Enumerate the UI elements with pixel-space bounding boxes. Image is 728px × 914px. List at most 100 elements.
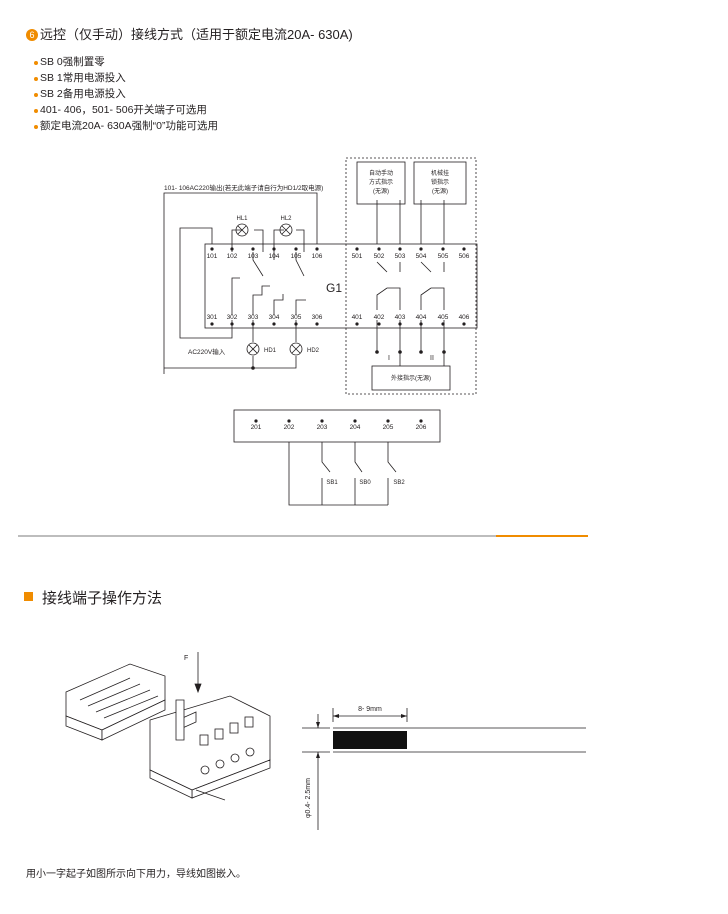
optional-enclosure-box [345, 157, 477, 395]
top-terminal-dot-102 [230, 247, 234, 251]
top-terminal-dot-501 [355, 247, 359, 251]
section-divider-accent [496, 535, 588, 537]
bottom-terminal-406: 406 [459, 314, 470, 321]
top-terminal-dot-502 [377, 247, 381, 251]
switch-terminal-dot-202 [287, 419, 291, 423]
bottom-terminal-302: 302 [227, 314, 238, 321]
lock-indicator-line-3: (无源) [432, 187, 448, 195]
top-terminal-dot-101 [210, 247, 214, 251]
ac-output-note: 101- 106AC220输出(若无此端子请自行为HD1/2取电源) [164, 183, 323, 192]
top-terminal-dot-103 [251, 247, 255, 251]
top-terminal-505: 505 [438, 253, 449, 260]
switch-sb2-label: SB2 [393, 480, 405, 486]
bottom-terminal-301: 301 [207, 314, 218, 321]
switch-terminal-202: 202 [284, 424, 295, 431]
top-terminal-dot-503 [398, 247, 402, 251]
top-terminal-105: 105 [291, 253, 302, 260]
section-square-icon [24, 592, 33, 601]
lamp-hd1-label: HD1 [264, 348, 277, 354]
bottom-terminal-dot-304 [272, 322, 276, 326]
auto-manual-line-1: 自动手动 [369, 169, 393, 177]
heading-text: 远控（仅手动）接线方式（适用于额定电流20A- 630A) [40, 27, 353, 42]
terminal-block [149, 695, 271, 791]
note-item: SB 2备用电源投入 [34, 86, 218, 102]
switch-terminal-dot-201 [254, 419, 258, 423]
top-terminal-506: 506 [459, 253, 470, 260]
lamp-hl2-icon [279, 223, 293, 237]
top-terminal-dot-504 [419, 247, 423, 251]
bottom-terminal-dot-301 [210, 322, 214, 326]
terminal-dots [251, 350, 446, 370]
roman-numeral-left: I [388, 355, 390, 362]
note-item: 401- 406，501- 506开关端子可选用 [34, 102, 218, 118]
ac-input-label: AC220V输入 [188, 347, 226, 356]
top-terminal-dot-505 [441, 247, 445, 251]
roman-numeral-right: II [430, 355, 434, 362]
notes-list: SB 0强制置零 SB 1常用电源投入 SB 2备用电源投入 401- 406，… [34, 54, 218, 134]
lamp-hd1-icon [246, 342, 260, 356]
controller-module-box [204, 243, 478, 329]
lamp-hd2-label: HD2 [307, 348, 320, 354]
strip-length-label: 8- 9mm [358, 706, 382, 713]
wiring-diagram: 101- 106AC220输出(若无此端子请自行为HD1/2取电源) G1 AC… [163, 157, 478, 506]
switch-terminal-201: 201 [251, 424, 262, 431]
switch-terminal-dot-206 [419, 419, 423, 423]
note-item: SB 1常用电源投入 [34, 70, 218, 86]
screwdriver-icon [175, 699, 185, 741]
top-terminal-101: 101 [207, 253, 218, 260]
top-terminal-104: 104 [269, 253, 280, 260]
bottom-terminal-401: 401 [352, 314, 363, 321]
switch-terminal-206: 206 [416, 424, 427, 431]
step-number-badge: 6 [26, 29, 38, 41]
top-terminal-dot-104 [272, 247, 276, 251]
note-item: SB 0强制置零 [34, 54, 218, 70]
top-terminal-dot-506 [462, 247, 466, 251]
lamp-hd2-icon [289, 342, 303, 356]
switch-terminal-block [233, 409, 441, 443]
bottom-terminal-dot-406 [462, 322, 466, 326]
switch-terminal-labels: 201 202 203 204 205 206 [251, 419, 427, 431]
top-terminal-103: 103 [248, 253, 259, 260]
top-terminal-dot-106 [315, 247, 319, 251]
lock-indicator-line-2: 锁指示 [431, 178, 449, 186]
bottom-terminal-306: 306 [312, 314, 323, 321]
bottom-terminal-402: 402 [374, 314, 385, 321]
bottom-terminal-303: 303 [248, 314, 259, 321]
auto-manual-indicator-box [356, 161, 406, 205]
external-indicator-label: 外接指示(无源) [391, 374, 431, 382]
auto-manual-line-3: (无源) [373, 187, 389, 195]
bottom-terminal-dot-302 [230, 322, 234, 326]
auto-manual-line-2: 方式指示 [369, 178, 393, 186]
top-terminal-501: 501 [352, 253, 363, 260]
bottom-terminal-405: 405 [438, 314, 449, 321]
lamp-hl2-label: HL2 [280, 216, 292, 222]
note-item: 额定电流20A- 630A强制“0”功能可选用 [34, 118, 218, 134]
switch-sb1-label: SB1 [326, 480, 338, 486]
bottom-terminal-305: 305 [291, 314, 302, 321]
external-indicator-box [371, 365, 451, 391]
top-terminal-503: 503 [395, 253, 406, 260]
terminal-install-illustration: F 8- 9mm φ0.4- 2.5mm [65, 652, 586, 830]
switch-sb0-label: SB0 [359, 480, 371, 486]
section-divider [18, 535, 588, 537]
mechanical-lock-indicator-box [413, 161, 467, 205]
bottom-terminal-dot-402 [377, 322, 381, 326]
switch-terminal-dot-204 [353, 419, 357, 423]
switch-terminal-205: 205 [383, 424, 394, 431]
wire-diameter-label: φ0.4- 2.5mm [305, 778, 312, 818]
bottom-terminal-dot-303 [251, 322, 255, 326]
top-terminal-502: 502 [374, 253, 385, 260]
bottom-terminal-dot-405 [441, 322, 445, 326]
top-terminal-102: 102 [227, 253, 238, 260]
switch-terminal-203: 203 [317, 424, 328, 431]
switch-terminal-dot-205 [386, 419, 390, 423]
bottom-terminal-dot-401 [355, 322, 359, 326]
top-terminal-dot-105 [294, 247, 298, 251]
switch-terminal-204: 204 [350, 424, 361, 431]
stripped-wire-core [333, 731, 407, 749]
lamp-hl1-icon [235, 223, 249, 237]
bottom-terminal-dot-305 [294, 322, 298, 326]
